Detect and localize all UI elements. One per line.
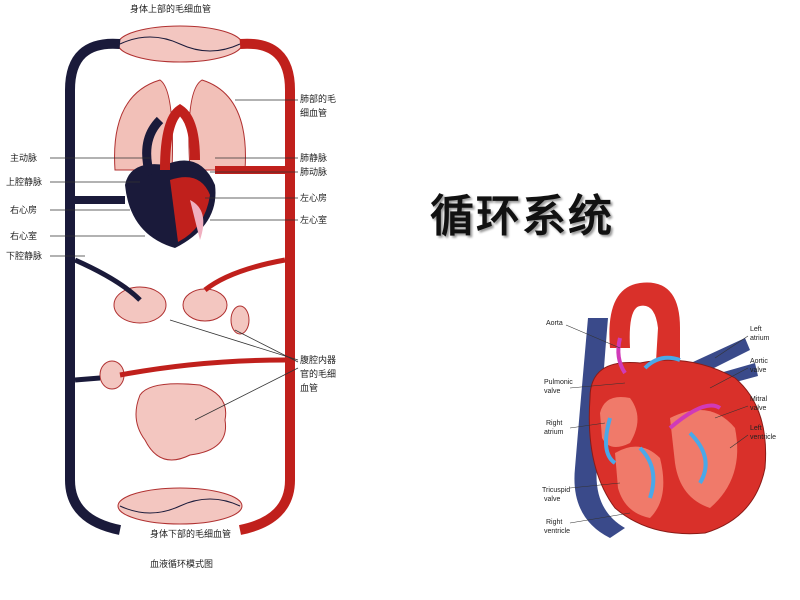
label-left: Left — [750, 326, 762, 333]
slide-title: 循环系统 — [430, 191, 614, 242]
right-atrium-chamber — [600, 397, 638, 447]
label-right-ventricle: ventricle — [544, 528, 570, 535]
label-aortic: Aortic — [750, 358, 768, 365]
label-aorta: Aorta — [546, 320, 563, 327]
label-aortic-valve: valve — [750, 367, 766, 374]
systemic-vein-loop — [65, 38, 122, 535]
label-right-atrium: atrium — [544, 429, 564, 436]
label-right-2: Right — [546, 519, 562, 526]
label-mitral: Mitral — [750, 396, 768, 403]
spleen-capillaries — [230, 305, 250, 335]
label-abdominal-2: 官的毛细 — [300, 368, 336, 380]
label-left-ventricle: ventricle — [750, 434, 776, 441]
label-left-2: Left — [750, 425, 762, 432]
label-tricuspid-valve: valve — [544, 496, 560, 503]
intestine-capillaries — [135, 383, 227, 461]
label-superior-vena-cava: 上腔静脉 — [6, 176, 42, 188]
label-pulmonary-artery: 肺动脉 — [300, 166, 327, 178]
label-aorta-cn: 主动脉 — [10, 152, 37, 164]
heart-diagram: Aorta Pulmonic valve Right atrium Tricus… — [542, 282, 776, 538]
label-lower-capillaries: 身体下部的毛细血管 — [150, 528, 231, 540]
circulation-diagram: 身体上部的毛细血管 主动脉 上腔静脉 右心房 右心室 下腔静脉 肺部的毛 细血管… — [6, 3, 336, 570]
label-mitral-valve: valve — [750, 405, 766, 412]
systemic-artery-loop — [238, 38, 295, 535]
label-right: Right — [546, 420, 562, 427]
stomach-capillaries — [182, 288, 228, 322]
label-right-atrium-cn: 右心房 — [10, 204, 37, 216]
label-pulmonic-valve: valve — [544, 388, 560, 395]
label-abdominal-3: 血管 — [300, 382, 318, 394]
label-upper-capillaries: 身体上部的毛细血管 — [130, 3, 211, 15]
diagram-caption: 血液循环模式图 — [150, 558, 213, 570]
label-left-atrium: atrium — [750, 335, 770, 342]
label-abdominal-1: 腹腔内器 — [300, 354, 336, 366]
aorta — [609, 282, 680, 378]
label-lung-capillaries-1: 肺部的毛 — [300, 93, 336, 105]
label-right-ventricle-cn: 右心室 — [10, 230, 37, 242]
label-left-ventricle-cn: 左心室 — [300, 214, 327, 226]
label-inferior-vena-cava: 下腔静脉 — [6, 250, 42, 262]
label-pulmonic: Pulmonic — [544, 379, 573, 386]
label-pulmonary-vein: 肺静脉 — [300, 152, 327, 164]
left-lung — [114, 79, 173, 171]
label-left-atrium-cn: 左心房 — [300, 192, 327, 204]
liver-capillaries — [113, 286, 167, 324]
label-lung-capillaries-2: 细血管 — [300, 107, 327, 119]
label-tricuspid: Tricuspid — [542, 487, 570, 494]
